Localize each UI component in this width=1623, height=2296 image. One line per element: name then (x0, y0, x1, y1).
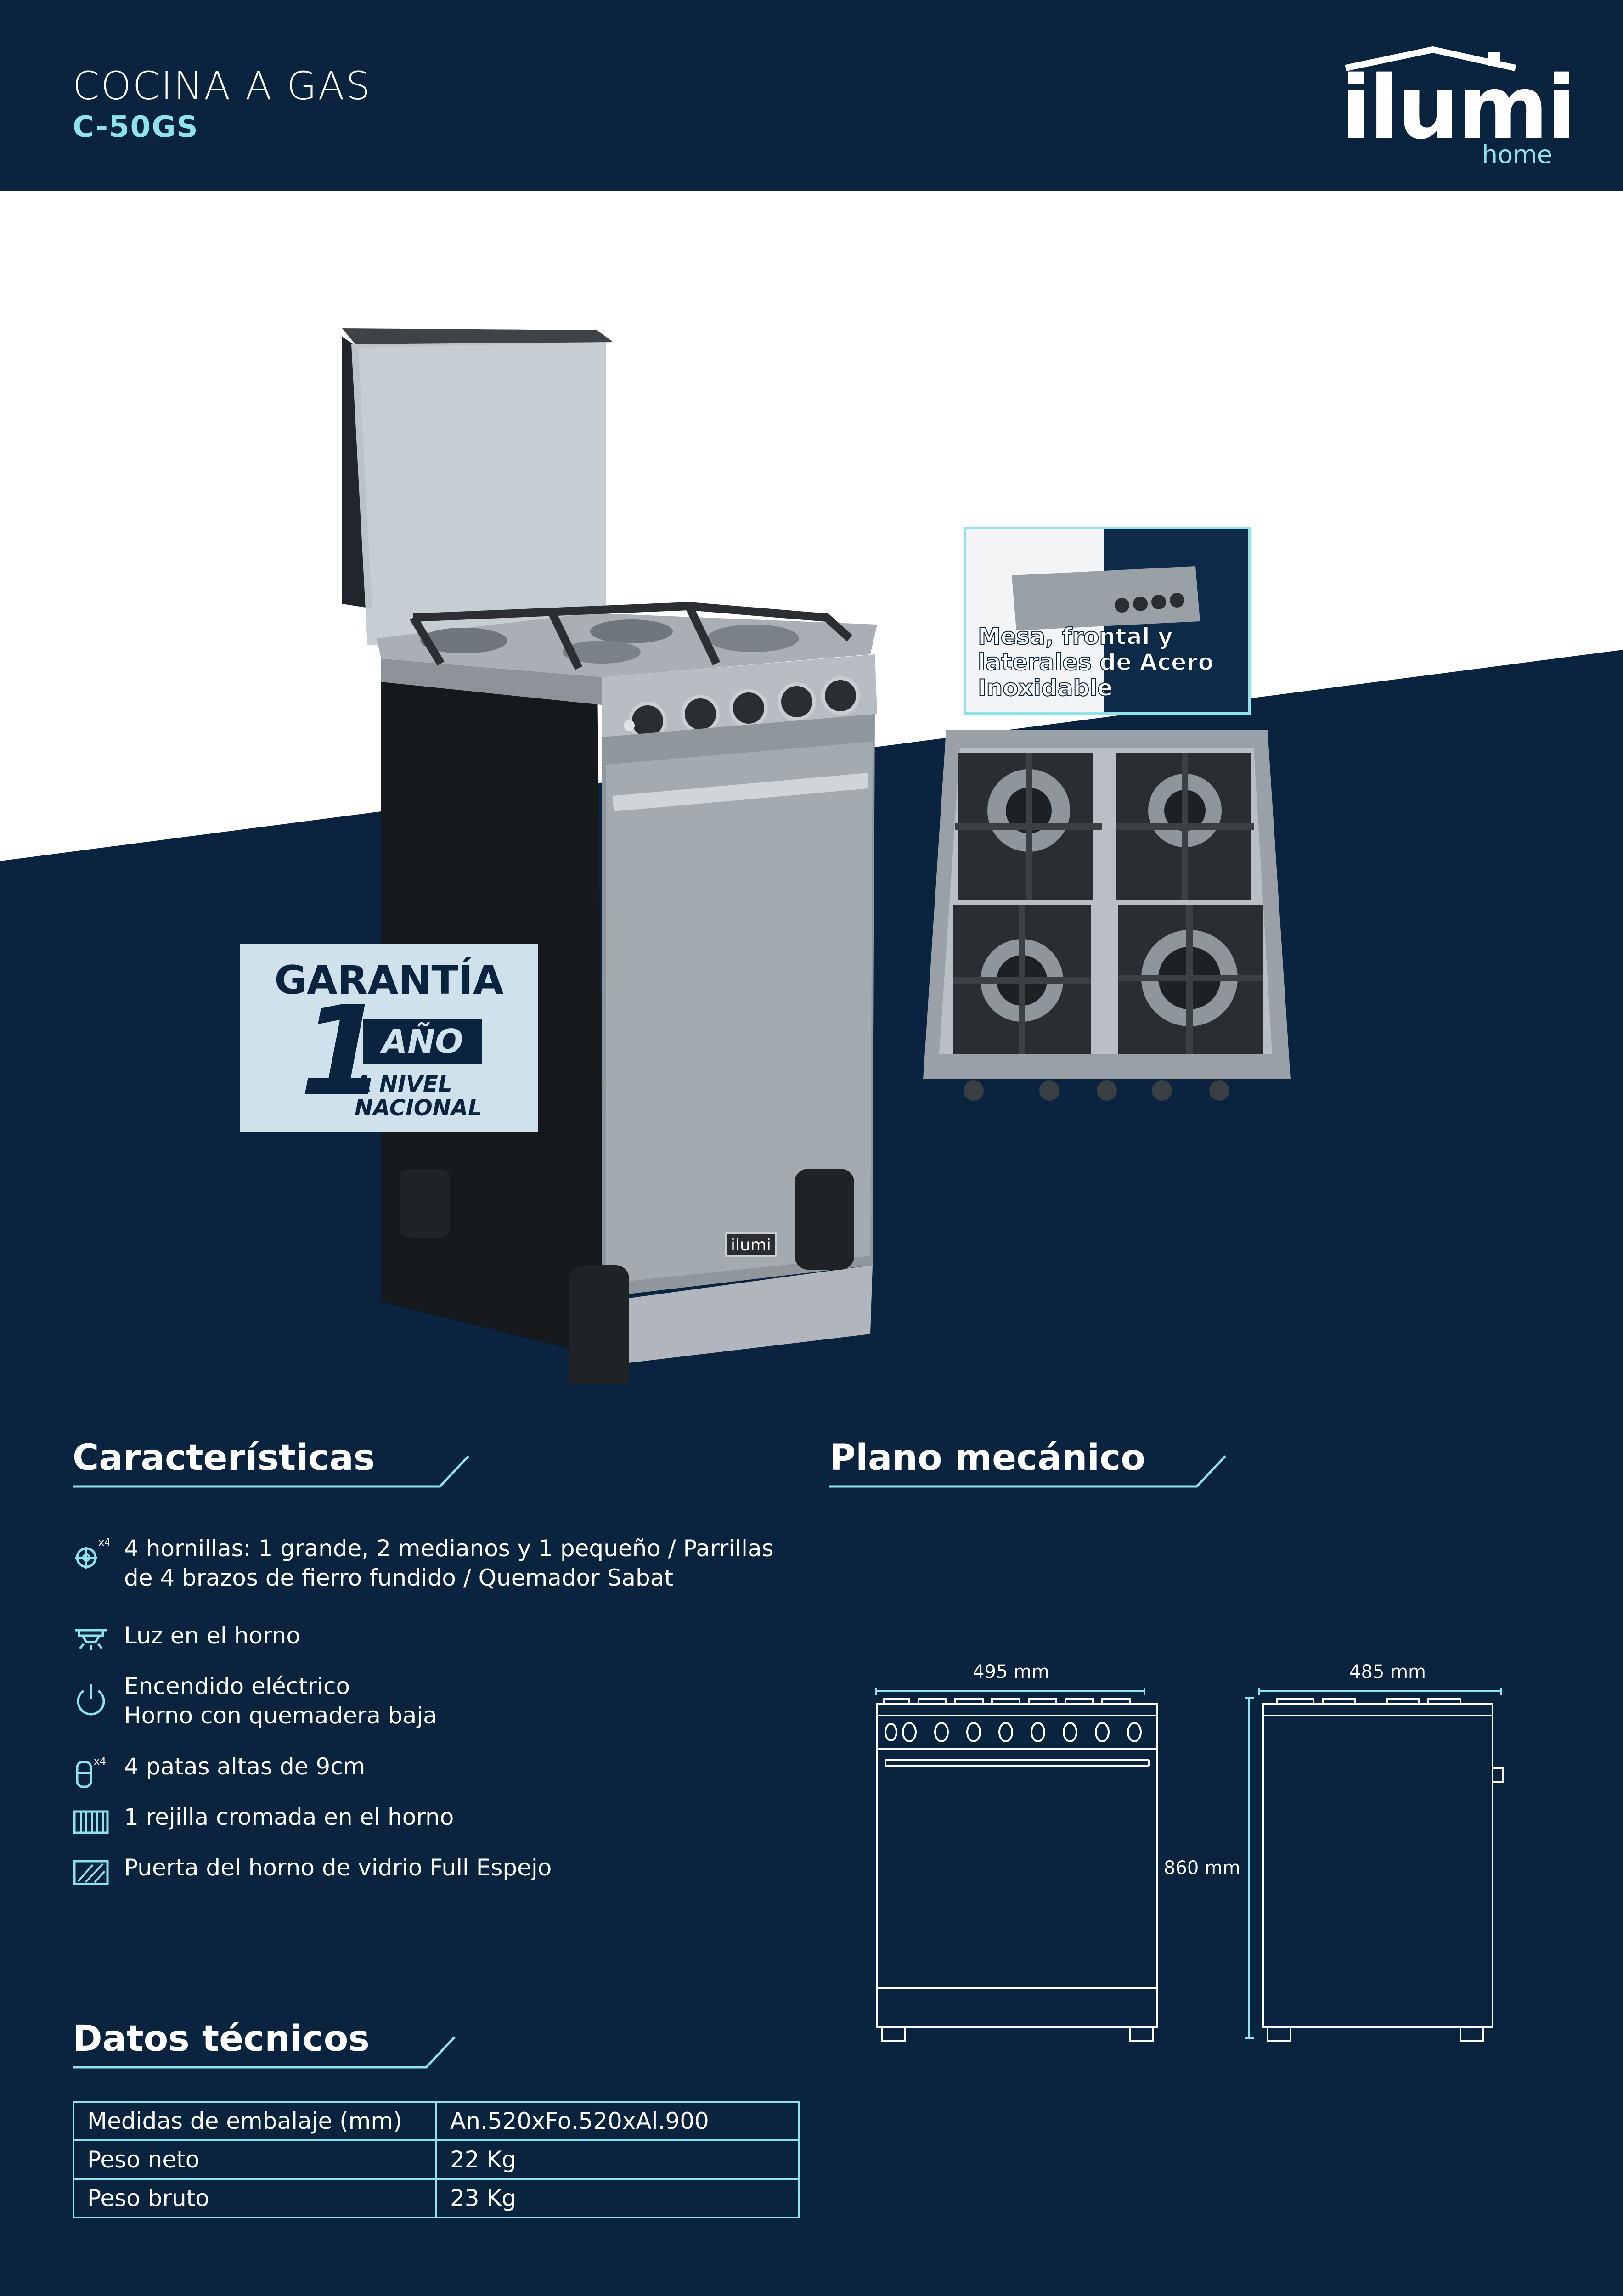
mirror-door-icon (73, 1860, 109, 1885)
table-row: Peso neto 22 Kg (73, 2139, 800, 2180)
dimension-depth: 485 mm (1349, 1661, 1426, 1683)
logo-wordmark: ilumi (1341, 57, 1577, 158)
feature-rack-text: 1 rejilla cromada en el horno (124, 1804, 454, 1830)
power-icon (77, 1684, 105, 1716)
technical-title: Datos técnicos (73, 2018, 370, 2060)
product-hero: ilumi (0, 191, 1623, 1384)
stove-image: ilumi (342, 328, 877, 1384)
features-title: Características (73, 1437, 375, 1479)
dimension-width: 495 mm (973, 1661, 1049, 1683)
feature-ignition-text: Encendido eléctrico Horno con quemadera … (124, 1673, 437, 1729)
table-row: Peso bruto 23 Kg (73, 2178, 800, 2218)
technical-underline (73, 2036, 456, 2069)
feature-legs: x4 4 patas altas de 9cm (73, 1752, 807, 1788)
feature-oven-light: Luz en el horno (73, 1621, 807, 1653)
burner-x4-icon: x4 (75, 1537, 109, 1569)
feature-legs-text: 4 patas altas de 9cm (124, 1753, 366, 1780)
feature-rack: 1 rejilla cromada en el horno (73, 1802, 807, 1835)
warranty-unit: AÑO (363, 1019, 482, 1064)
dimension-height: 860 mm (1164, 1857, 1240, 1879)
oven-light-icon (75, 1629, 107, 1650)
warranty-title: GARANTÍA (274, 957, 504, 1003)
table-cell-value: 22 Kg (435, 2139, 800, 2180)
feature-oven-light-text: Luz en el horno (124, 1622, 300, 1649)
hero-graphic: ilumi (0, 191, 1623, 1384)
feature-mirror-door-text: Puerta del horno de vidrio Full Espejo (124, 1854, 552, 1881)
door-brand-label: ilumi (731, 1236, 771, 1255)
svg-text:x4: x4 (94, 1756, 106, 1767)
mechanical-drawing (875, 1688, 1504, 2042)
table-row: Medidas de embalaje (mm) An.520xFo.520xA… (73, 2101, 800, 2141)
cooktop-top-view (923, 730, 1291, 1101)
svg-text:x4: x4 (98, 1537, 109, 1548)
product-model: C-50GS (73, 110, 199, 144)
technical-data-table: Medidas de embalaje (mm) An.520xFo.520xA… (73, 2101, 800, 2218)
leg-x4-icon: x4 (76, 1756, 106, 1788)
warranty-badge: GARANTÍA 1 AÑO A NIVEL NACIONAL (240, 944, 538, 1132)
feature-burners: x4 4 hornillas: 1 grande, 2 medianos y 1… (73, 1534, 807, 1598)
mechanical-underline (829, 1455, 1226, 1488)
stainless-steel-inset: Mesa, frontal y laterales de Acero Inoxi… (964, 527, 1251, 715)
feature-mirror-door: Puerta del horno de vidrio Full Espejo (73, 1853, 807, 1885)
header: COCINA A GAS C-50GS ilumi home (0, 0, 1623, 191)
warranty-scope: A NIVEL NACIONAL (355, 1071, 482, 1121)
rack-icon (73, 1810, 109, 1834)
table-cell-value: An.520xFo.520xAl.900 (435, 2101, 800, 2141)
table-cell-label: Peso bruto (73, 2178, 437, 2218)
table-cell-label: Peso neto (73, 2139, 437, 2180)
logo-subtitle: home (1482, 140, 1552, 169)
features-underline (73, 1455, 469, 1488)
mechanical-title: Plano mecánico (829, 1437, 1145, 1479)
feature-burners-text: 4 hornillas: 1 grande, 2 medianos y 1 pe… (124, 1535, 774, 1591)
table-cell-value: 23 Kg (435, 2178, 800, 2218)
inset-caption: Mesa, frontal y laterales de Acero Inoxi… (977, 623, 1214, 701)
product-category-title: COCINA A GAS (73, 63, 372, 108)
logo-roof-icon (1345, 46, 1516, 71)
table-cell-label: Medidas de embalaje (mm) (73, 2101, 437, 2141)
brand-logo: ilumi home (1341, 46, 1577, 174)
feature-ignition: Encendido eléctrico Horno con quemadera … (73, 1671, 807, 1736)
